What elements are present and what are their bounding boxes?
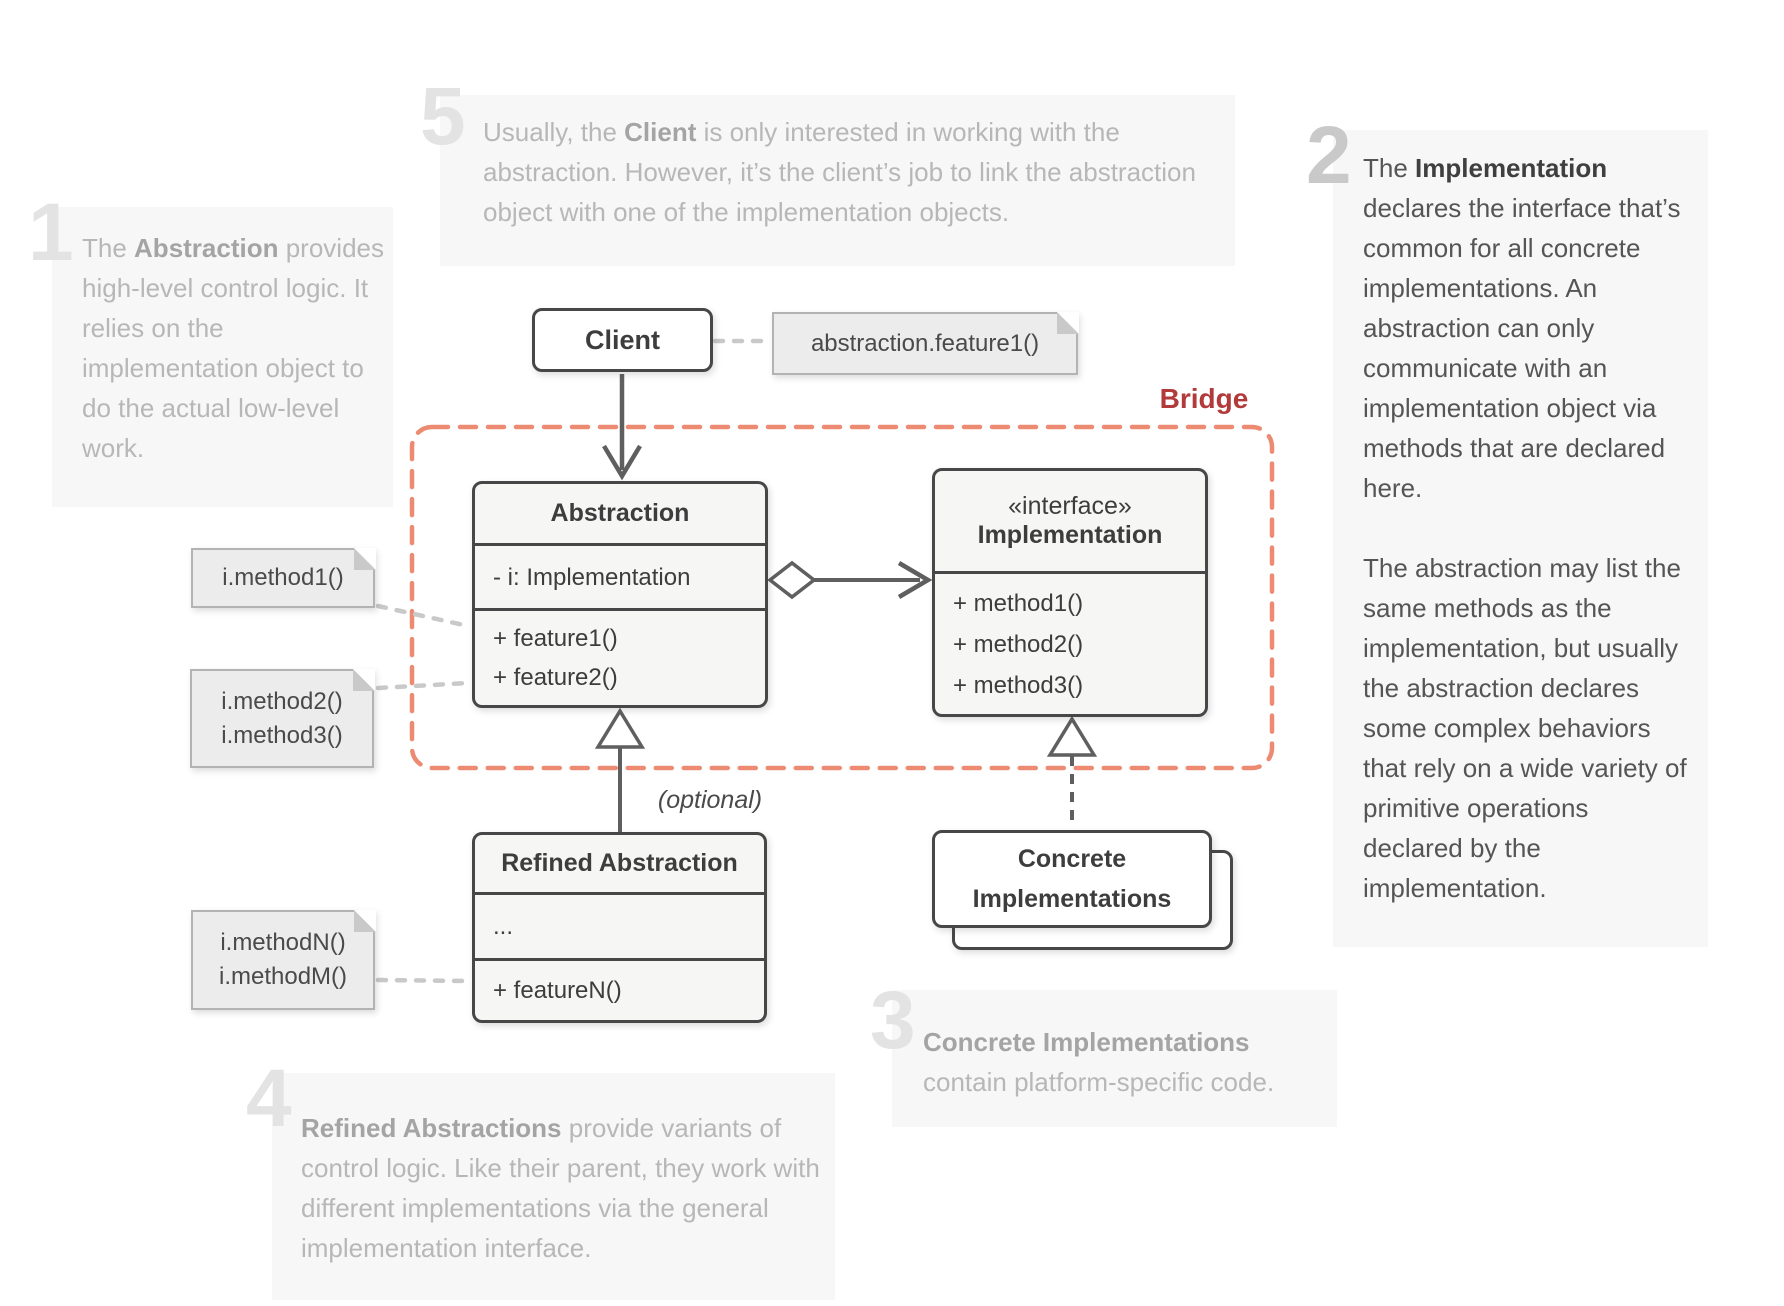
connector-note-methodNM <box>375 977 471 984</box>
concrete-implementations-box: Concrete Implementations <box>932 830 1212 928</box>
abstraction-method-2: + feature2() <box>493 664 618 691</box>
implementation-interface-box: «interface» Implementation + method1() +… <box>932 468 1208 717</box>
annotation-3-post: contain platform-specific code. <box>923 1067 1275 1097</box>
annotation-panel-4 <box>272 1073 835 1300</box>
implementation-method-3: + method3() <box>953 671 1084 699</box>
note-methodN-methodM: i.methodN() i.methodM() <box>191 909 376 1010</box>
annotation-panel-2 <box>1333 130 1708 947</box>
annotation-2-paragraph-1: The Implementation declares the interfac… <box>1363 148 1693 508</box>
annotation-number-2: 2 <box>1306 110 1352 201</box>
realization-triangle <box>1046 715 1098 757</box>
refined-abstraction-class-box: Refined Abstraction ... + featureN() <box>472 832 767 1023</box>
client-abstraction-arrowhead <box>602 444 642 481</box>
client-class-box: Client <box>532 308 713 372</box>
note-method1-line1: i.method1() <box>222 564 344 591</box>
annotation-text-2: The Implementation declares the interfac… <box>1363 148 1693 908</box>
annotation-1-post: provides high-level control logic. It re… <box>82 233 384 463</box>
annotation-number-1: 1 <box>28 187 74 278</box>
connector-note-method23 <box>375 680 471 691</box>
abstraction-class-box: Abstraction - i: Implementation + featur… <box>472 481 768 708</box>
optional-label: (optional) <box>657 786 763 814</box>
abstraction-class-title: Abstraction <box>550 499 690 527</box>
inheritance-triangle <box>594 707 646 749</box>
client-class-title: Client <box>584 324 660 355</box>
refined-abstraction-method-1: + featureN() <box>493 977 622 1004</box>
annotation-4-bold: Refined Abstractions <box>301 1113 562 1143</box>
annotation-5-pre: Usually, the <box>483 117 625 147</box>
note-methodNM-line2: i.methodM() <box>218 963 348 990</box>
abstraction-attribute: - i: Implementation <box>493 563 691 591</box>
abstraction-method-1: + feature1() <box>493 625 618 652</box>
annotation-number-4: 4 <box>246 1053 292 1144</box>
bridge-label: Bridge <box>1159 383 1249 414</box>
annotation-5-post: is only interested in working with the a… <box>483 117 1196 227</box>
concrete-implementations-title: Concrete Implementations <box>935 833 1209 925</box>
concrete-title-line1: Concrete <box>1017 845 1127 873</box>
annotation-2-bold: Implementation <box>1415 153 1608 183</box>
annotation-text-3: Concrete Implementations contain platfor… <box>923 1022 1323 1102</box>
implementation-stereotype: «interface» <box>1008 492 1132 520</box>
abstraction-methods: + feature1() + feature2() <box>475 608 765 705</box>
annotation-4-post: provide variants of control logic. Like … <box>301 1113 820 1263</box>
annotation-panel-3 <box>892 990 1337 1127</box>
connector-note-method1 <box>375 603 471 629</box>
aggregation-arrowhead <box>897 561 933 599</box>
annotation-2-pre: The <box>1363 153 1416 183</box>
note-methodNM-line1: i.methodN() <box>220 929 346 956</box>
annotation-2-paragraph-2: The abstraction may list the same method… <box>1363 553 1687 903</box>
concrete-title-line2: Implementations <box>972 885 1172 913</box>
refined-abstraction-title: Refined Abstraction <box>501 849 738 877</box>
client-call-note-text: abstraction.feature1() <box>810 329 1040 357</box>
annotation-2-post: declares the interface that’s common for… <box>1363 193 1681 503</box>
annotation-number-5: 5 <box>420 71 466 162</box>
refined-abstraction-attributes: ... <box>475 892 764 958</box>
client-call-note: abstraction.feature1() <box>772 311 1079 375</box>
annotation-5-bold: Client <box>624 117 697 147</box>
annotation-panel-1 <box>52 207 393 507</box>
aggregation-diamond <box>767 560 817 600</box>
abstraction-attributes: - i: Implementation <box>475 543 765 608</box>
annotation-1-bold: Abstraction <box>134 233 279 263</box>
annotation-number-3: 3 <box>870 975 916 1066</box>
note-method23-line1: i.method2() <box>221 687 343 715</box>
annotation-text-4: Refined Abstractions provide variants of… <box>301 1108 821 1268</box>
annotation-panel-5 <box>440 95 1235 266</box>
annotation-text-5: Usually, the Client is only interested i… <box>483 112 1205 232</box>
implementation-method-2: + method2() <box>953 630 1084 658</box>
implementation-interface-header: «interface» Implementation <box>935 471 1205 571</box>
note-method1: i.method1() <box>191 547 376 608</box>
note-method2-method3: i.method2() i.method3() <box>190 668 375 768</box>
annotation-text-1: The Abstraction provides high-level cont… <box>82 228 384 468</box>
implementation-title: Implementation <box>977 521 1163 549</box>
refined-abstraction-ellipsis: ... <box>493 913 514 940</box>
note-method23-line2: i.method3() <box>221 721 343 749</box>
annotation-1-pre: The <box>82 233 135 263</box>
annotation-3-bold: Concrete Implementations <box>923 1027 1250 1057</box>
implementation-method-1: + method1() <box>953 589 1084 617</box>
implementation-methods: + method1() + method2() + method3() <box>935 571 1205 714</box>
refined-abstraction-methods: + featureN() <box>475 958 764 1020</box>
